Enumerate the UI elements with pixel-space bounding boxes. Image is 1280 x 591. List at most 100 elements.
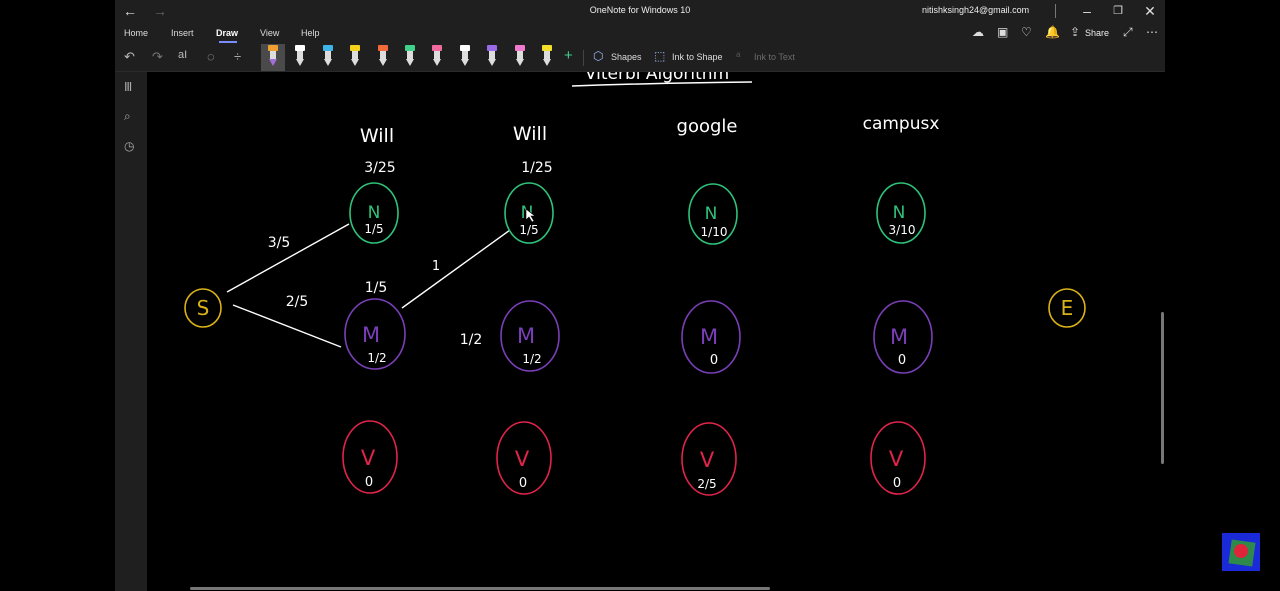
pen-body [324,51,331,59]
pen-tip [351,59,360,66]
m-letter: M [517,324,535,348]
prob-label-col2: 1/25 [521,160,552,176]
pen-body [407,51,413,59]
title-separator [1055,4,1056,18]
page-heading: Viterbi Algorithm [585,72,729,84]
word-label-1: Will [360,125,394,147]
word-label-2: Will [513,123,547,145]
ink-drawing: Viterbi Algorithm Will Will google campu… [184,72,1086,496]
v-value-col3: 2/5 [697,477,716,491]
v-value-col2: 0 [519,476,527,491]
m-value-col4: 0 [898,353,906,368]
ink-to-shape-button[interactable]: Ink to Shape [672,52,723,62]
pen-9[interactable] [484,45,500,69]
pen-color-swatch [405,45,415,51]
shapes-icon[interactable]: ⬡ [593,49,604,63]
ink-to-text-icon[interactable]: ᵃ [736,49,741,63]
n-value-col3: 1/10 [701,225,728,239]
n-state-col4: N 3/10 [876,182,926,244]
add-space-icon[interactable]: ÷ [234,49,242,64]
pen-color-swatch [268,45,278,51]
pen-1[interactable] [265,45,281,69]
back-arrow-icon[interactable]: ← [123,3,137,19]
share-button[interactable]: Share [1085,28,1110,38]
sync-icon[interactable]: ☁ [972,25,984,39]
pen-color-swatch [432,45,443,51]
v-value-col1: 0 [365,475,373,490]
pen-4[interactable] [347,45,363,69]
type-select-icon[interactable]: aI [178,49,188,61]
lasso-select-icon[interactable]: ◌ [207,49,215,64]
bell-icon[interactable]: 🔔 [1045,25,1060,39]
m-state-col3: M 0 [681,300,741,374]
tab-help[interactable]: Help [301,28,320,38]
n-letter: N [368,203,381,223]
ink-to-shape-icon[interactable]: ⬚ [654,49,666,63]
pen-11[interactable] [539,45,555,69]
v-state-col1: V 0 [342,420,398,494]
pen-10[interactable] [512,45,528,69]
notebooks-rail-icon[interactable]: Ⅲ [124,80,133,94]
vertical-scrollbar[interactable] [1161,312,1164,464]
pen-color-swatch [487,45,498,51]
navigation-rail: Ⅲ ⌕ ◷ [115,72,147,591]
share-icon[interactable]: ⇪ [1070,25,1081,39]
pen-body [352,51,359,59]
page-canvas[interactable]: Viterbi Algorithm Will Will google campu… [147,72,1165,591]
ink-to-text-button[interactable]: Ink to Text [754,52,795,62]
pen-2[interactable] [292,45,308,69]
more-options-icon[interactable]: ⋯ [1146,25,1158,39]
end-node [1048,288,1086,328]
edge-label-s-m: 2/5 [286,294,309,310]
n-letter: N [705,204,718,224]
pen-8[interactable] [457,45,473,69]
pen-6[interactable] [402,45,418,69]
tab-insert[interactable]: Insert [171,28,194,38]
n-state-col1: N 1/5 [349,182,399,244]
pen-body [270,51,276,59]
search-icon[interactable]: ⌕ [124,109,131,123]
pen-tip [543,59,551,66]
shapes-button[interactable]: Shapes [611,52,642,62]
pen-color-swatch [514,45,525,51]
pen-7[interactable] [429,45,445,69]
v-letter: V [361,446,376,470]
tab-view[interactable]: View [260,28,280,38]
pen-tip [269,59,277,66]
pen-tip [433,59,442,66]
pen-color-swatch [350,45,361,51]
minimize-icon[interactable]: – [1083,3,1091,19]
v-value-col4: 0 [893,476,901,491]
restore-icon[interactable]: ❐ [1113,5,1123,17]
n-value-col2: 1/5 [519,223,538,237]
redo-icon[interactable]: ↷ [152,49,163,64]
pen-5[interactable] [375,45,391,69]
m-letter: M [700,325,718,349]
n-state-col3: N 1/10 [688,183,738,245]
pen-tip [460,59,469,66]
recent-clock-icon[interactable]: ◷ [124,139,135,153]
tab-home[interactable]: Home [124,28,149,38]
account-email[interactable]: nitishksingh24@gmail.com [922,5,1030,15]
draw-toolbar: ↶ ↷ aI ◌ ÷ + ⬡ Shapes ⬚ Ink to Shape ᵃ I… [115,44,1165,72]
tab-draw[interactable]: Draw [216,28,239,38]
close-icon[interactable]: ✕ [1144,3,1156,19]
m-letter: M [362,323,380,347]
word-label-4: campusx [863,114,940,134]
pen-body [516,51,523,59]
lightbulb-icon[interactable]: ♡ [1021,25,1032,39]
pen-tip [406,59,414,66]
undo-icon[interactable]: ↶ [124,49,135,64]
pen-cursor-icon [525,208,536,223]
v-letter: V [889,447,904,471]
notebooks-icon[interactable]: ▣ [997,25,1009,39]
pen-body [544,51,550,59]
add-pen-icon[interactable]: + [564,47,573,64]
n-value-col4: 3/10 [889,223,916,237]
forward-arrow-icon[interactable]: → [153,3,167,19]
horizontal-scrollbar[interactable] [190,587,770,590]
fullscreen-icon[interactable]: ⤢ [1123,25,1133,39]
title-bar: ← → OneNote for Windows 10 nitishksingh2… [115,0,1165,24]
pen-3[interactable] [320,45,336,69]
v-letter: V [515,447,530,471]
